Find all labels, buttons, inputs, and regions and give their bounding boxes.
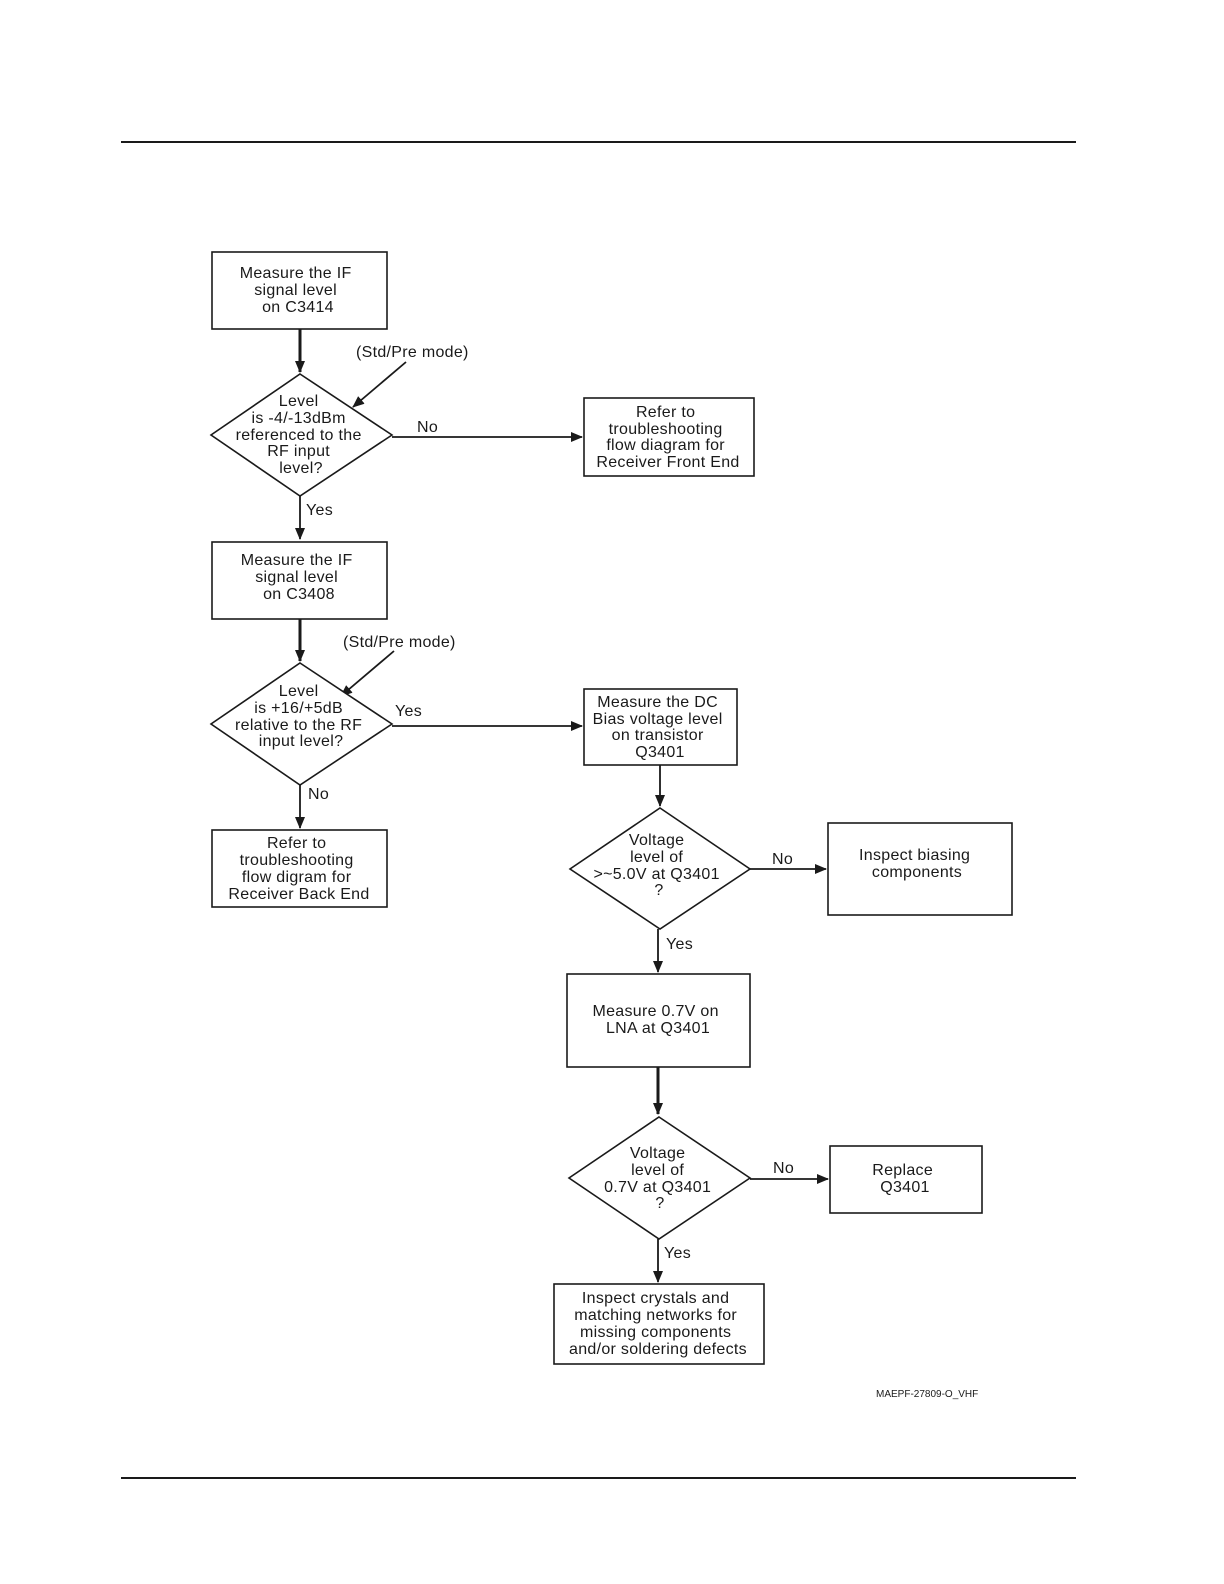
arrow-mode-note-1: [352, 361, 407, 408]
edge-label-no-to-replace: No: [773, 1160, 794, 1177]
decision-level-13dbm: [209, 373, 394, 497]
edge-label-yes-to-07v: Yes: [666, 936, 693, 953]
edge-label-no-to-back-end: No: [308, 786, 329, 803]
node-text-decision-07v: Voltage level of 0.7V at Q3401 ?: [604, 1145, 716, 1212]
node-line: referenced to the: [236, 427, 362, 444]
node-line: Measure 0.7V on: [592, 1003, 718, 1020]
process-measure-c3408: [211, 541, 388, 620]
node-line: is -4/-13dBm: [251, 410, 345, 427]
node-line: Measure the IF: [241, 552, 353, 569]
node-line: troubleshooting: [240, 852, 354, 869]
top-rule: [121, 141, 1076, 143]
node-text-measure-c3408: Measure the IF signal level on C3408: [241, 552, 358, 603]
process-measure-dc-bias: [583, 688, 738, 766]
node-text-measure-c3414: Measure the IF signal level on C3414: [240, 265, 357, 316]
node-line: flow digram for: [242, 869, 352, 886]
decision-voltage-5v: [568, 807, 752, 930]
node-line: signal level: [255, 569, 338, 586]
node-line: LNA at Q3401: [606, 1020, 710, 1037]
node-line: level?: [279, 460, 323, 477]
process-measure-c3414: [211, 251, 388, 330]
node-line: Refer to: [267, 835, 326, 852]
process-refer-back-end: [211, 829, 388, 908]
node-line: relative to the RF: [235, 717, 362, 734]
node-line: on C3414: [262, 299, 334, 316]
node-text-decision-5v: Voltage level of >~5.0V at Q3401 ?: [593, 832, 724, 899]
node-line: Inspect crystals and: [582, 1290, 729, 1307]
node-line: Q3401: [635, 744, 685, 761]
node-line: Inspect biasing: [859, 847, 970, 864]
node-line: is +16/+5dB: [254, 700, 343, 717]
node-line: level of: [630, 849, 683, 866]
node-text-inspect-crystals: Inspect crystals and matching networks f…: [569, 1290, 747, 1358]
node-line: signal level: [254, 282, 337, 299]
node-line: flow diagram for: [606, 437, 725, 454]
edge-label-no-front-end: No: [417, 419, 438, 436]
decision-voltage-07v: [567, 1116, 752, 1240]
node-line: Q3401: [880, 1179, 930, 1196]
node-line: Receiver Back End: [228, 886, 369, 903]
figure-id: MAEPF-27809-O_VHF: [876, 1389, 978, 1400]
node-line: and/or soldering defects: [569, 1341, 747, 1358]
node-text-measure-07v: Measure 0.7V on LNA at Q3401: [592, 1003, 723, 1037]
process-measure-07v: [566, 973, 751, 1068]
node-text-replace-q3401: Replace Q3401: [872, 1162, 938, 1196]
node-text-decision-5db: Level is +16/+5dB relative to the RF inp…: [235, 683, 367, 750]
node-line: ?: [655, 1195, 664, 1212]
arrow-mode-note-2: [340, 650, 395, 697]
node-text-inspect-biasing: Inspect biasing components: [859, 847, 975, 881]
node-line: Measure the DC: [597, 694, 718, 711]
node-line: ?: [654, 882, 663, 899]
annotation-std-pre-mode-1: (Std/Pre mode): [356, 344, 469, 361]
node-line: on transistor: [612, 727, 704, 744]
process-inspect-biasing: [827, 822, 1013, 916]
node-line: Level: [279, 683, 319, 700]
edge-label-yes-to-crystals: Yes: [664, 1245, 691, 1262]
node-text-refer-back-end: Refer to troubleshooting flow digram for…: [228, 835, 369, 903]
node-line: input level?: [259, 733, 344, 750]
node-line: Replace: [872, 1162, 933, 1179]
process-replace-q3401: [829, 1145, 983, 1214]
node-line: missing components: [580, 1324, 731, 1341]
node-text-decision-13dbm: Level is -4/-13dBm referenced to the RF …: [236, 393, 367, 477]
node-line: Voltage: [629, 832, 684, 849]
node-line: matching networks for: [574, 1307, 737, 1324]
process-inspect-crystals: [553, 1283, 765, 1365]
node-line: Measure the IF: [240, 265, 352, 282]
annotation-std-pre-mode-2: (Std/Pre mode): [343, 634, 456, 651]
node-line: Receiver Front End: [596, 454, 739, 471]
node-line: Refer to: [636, 404, 695, 421]
node-text-measure-dc-bias: Measure the DC Bias voltage level on tra…: [593, 694, 728, 761]
bottom-rule: [121, 1477, 1076, 1479]
node-line: RF input: [267, 443, 330, 460]
node-line: Level: [279, 393, 319, 410]
node-line: level of: [631, 1162, 684, 1179]
node-line: components: [872, 864, 962, 881]
decision-level-5db: [209, 662, 394, 786]
edge-label-yes-to-dc-bias: Yes: [395, 703, 422, 720]
node-line: on C3408: [263, 586, 335, 603]
node-line: Voltage: [630, 1145, 685, 1162]
edge-label-yes-to-c3408: Yes: [306, 502, 333, 519]
process-refer-front-end: [583, 397, 755, 477]
node-line: Bias voltage level: [593, 711, 723, 728]
edge-label-no-to-biasing: No: [772, 851, 793, 868]
node-line: 0.7V at Q3401: [604, 1179, 711, 1196]
node-line: troubleshooting: [609, 421, 723, 438]
node-text-refer-front-end: Refer to troubleshooting flow diagram fo…: [596, 404, 739, 471]
node-line: >~5.0V at Q3401: [593, 866, 719, 883]
